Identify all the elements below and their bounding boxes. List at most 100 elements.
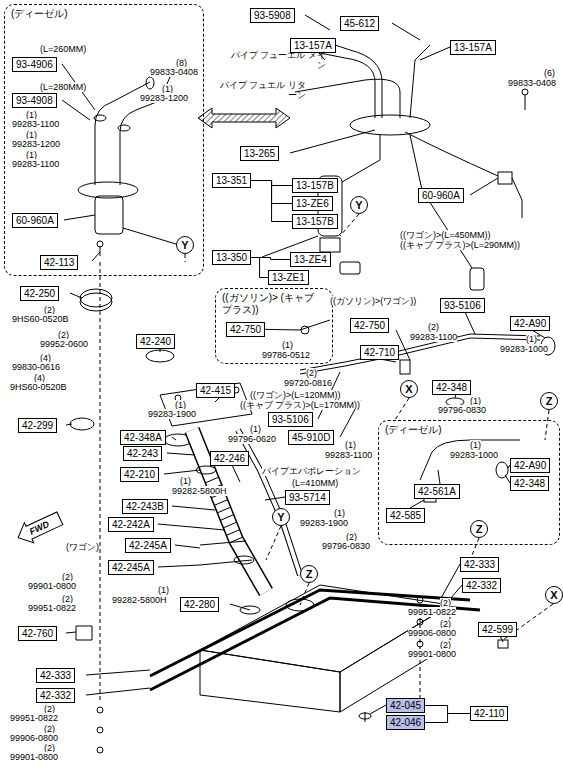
fuel-pump-assembly	[320, 238, 340, 252]
evaporation-pipes	[400, 360, 410, 374]
fuel-tank	[97, 727, 103, 733]
reference-letter: Y	[350, 196, 368, 214]
part-number-box: 42-348	[510, 476, 549, 491]
circle-outline	[471, 521, 488, 538]
part-number-box: 42-245A	[108, 560, 154, 575]
phantom-lines	[340, 214, 359, 236]
phantom-lines	[395, 398, 409, 420]
part-label: (L=410MM)	[292, 478, 338, 488]
part-label: (L=260MM)	[40, 44, 86, 54]
phantom-lines	[100, 262, 101, 700]
part-number: 42-299	[22, 420, 53, 431]
quantity-note: (1)	[158, 585, 169, 595]
part-label: パイプ フューエル メイン	[226, 50, 326, 70]
fuel-pump-assembly	[470, 268, 484, 290]
reference-letter: Y	[272, 508, 290, 526]
diesel-sender-unit	[118, 125, 130, 131]
part-number-box: 42-561A	[414, 484, 460, 499]
arrow-outline	[14, 508, 65, 547]
part-number: 13-ZE6	[296, 198, 329, 209]
phantom-lines	[545, 410, 549, 440]
part-number: 42-243	[127, 448, 158, 459]
part-number-box: 13-351	[212, 173, 251, 188]
part-number: 13-350	[216, 252, 247, 263]
fuel-pump-assembly	[295, 79, 400, 118]
part-number-box: 42-415	[196, 383, 235, 398]
part-label: 99283-1100	[12, 119, 59, 129]
filler-assembly	[160, 383, 252, 426]
part-number: 60-960A	[422, 190, 460, 201]
part-label: 99796-0620	[228, 434, 276, 444]
fuel-tank	[97, 747, 103, 753]
part-number-box: 42-348	[432, 380, 471, 395]
evaporation-pipes	[420, 440, 520, 480]
part-label: ((キャブ プラス)>(L=290MM))	[400, 240, 520, 250]
part-label: 99951-0822	[10, 713, 58, 723]
reference-letter: X	[400, 380, 418, 398]
part-number-box: 60-960A	[12, 213, 58, 228]
leader-lines	[62, 15, 545, 714]
quantity-note: (1)	[526, 334, 537, 344]
part-number-box: 42-760	[18, 626, 57, 641]
part-number: 42-210	[124, 469, 155, 480]
part-number-box: 42-A90	[510, 458, 550, 473]
part-number: 42-561A	[418, 486, 456, 497]
filler-assembly	[80, 289, 112, 307]
part-label: パイプ フュエル リターン	[216, 80, 306, 100]
reference-circle: Z	[300, 565, 318, 583]
part-label: 9HS60-0520B	[10, 382, 67, 392]
part-label: 99283-1900	[300, 518, 348, 528]
diesel-sender-unit	[120, 96, 172, 185]
part-label: 99720-0816	[284, 378, 332, 388]
part-number-box: 42-332	[36, 688, 75, 703]
part-number-box: 45-612	[340, 16, 379, 31]
bracket-line	[425, 706, 470, 714]
part-number-box: 60-960A	[418, 188, 464, 203]
reference-letter: Z	[470, 520, 488, 538]
fuel-pump-assembly	[340, 262, 360, 274]
reference-circle: Y	[350, 196, 368, 214]
part-label: 99283-1000	[450, 450, 498, 460]
part-number: 42-332	[466, 580, 497, 591]
part-number-box: 42-333	[460, 557, 499, 572]
part-number-box: 42-599	[478, 622, 517, 637]
part-number-box: 42-299	[18, 418, 57, 433]
part-number: 42-280	[184, 599, 215, 610]
part-number-box: 42-243B	[122, 499, 168, 514]
part-number-box: 93-5106	[440, 298, 485, 313]
part-label: (L=280MM)	[40, 82, 86, 92]
part-number-box: 42-A90	[510, 316, 550, 331]
part-number: 42-348	[436, 382, 467, 393]
hatched-arrow	[198, 108, 290, 128]
fuel-tank	[417, 597, 423, 603]
part-number-box: 42-240	[136, 334, 175, 349]
reference-circle: X	[545, 586, 563, 604]
hose-corrugation	[226, 530, 240, 536]
reference-letter: X	[545, 586, 563, 604]
fuel-pump-assembly	[350, 115, 430, 135]
quantity-note: (1)	[345, 440, 356, 450]
part-number-box: 42-242A	[108, 517, 154, 532]
part-number: 42-243B	[126, 501, 164, 512]
part-number-box: 13-265	[240, 146, 279, 161]
part-number: 13-265	[244, 148, 275, 159]
part-label: 99283-1100	[410, 332, 457, 342]
part-number-box: 93-5908	[250, 8, 295, 23]
evaporation-pipes	[301, 326, 309, 334]
filler-assembly	[200, 541, 246, 545]
part-label: 99951-0822	[28, 603, 76, 613]
fuel-tank	[76, 626, 92, 640]
reference-circle: Z	[540, 392, 558, 410]
fuel-pump-assembly	[410, 45, 430, 118]
group-heading: (ディーゼル)	[11, 8, 197, 20]
leader-lines	[62, 15, 545, 714]
part-number-box: 42-348A	[120, 430, 166, 445]
quantity-note: (1)	[334, 508, 345, 518]
part-number: 13-157B	[296, 180, 334, 191]
part-number: 93-5106	[444, 300, 481, 311]
circle-outline	[401, 381, 418, 398]
part-label: 99951-0822	[408, 607, 456, 617]
